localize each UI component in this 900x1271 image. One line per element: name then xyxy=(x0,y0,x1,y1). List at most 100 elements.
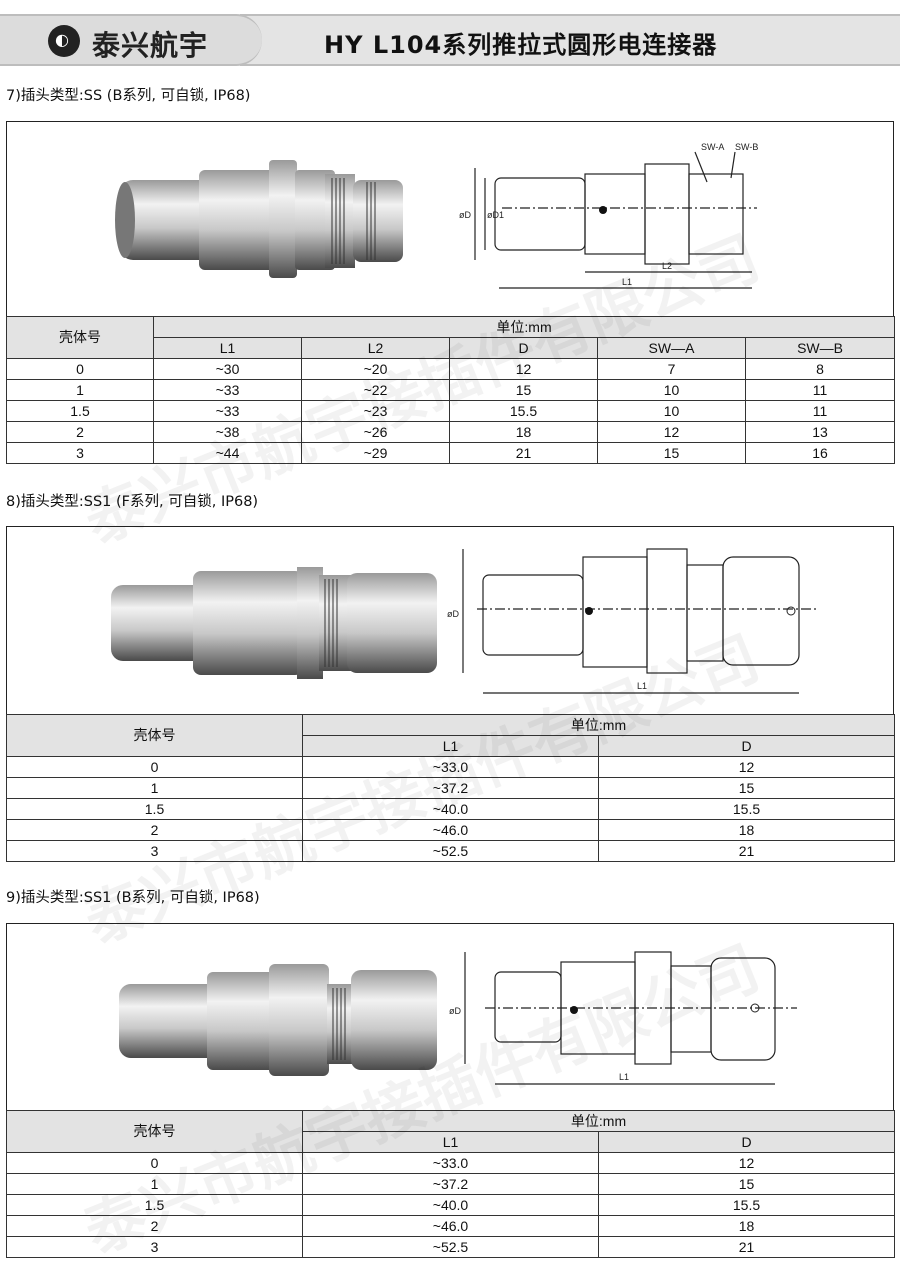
table-cell: 2 xyxy=(6,421,154,443)
table-cell: 21 xyxy=(449,442,598,464)
connector-photo xyxy=(115,160,403,278)
table-cell: 3 xyxy=(6,442,154,464)
drawing-label: øD1 xyxy=(487,210,504,220)
table-row: 2 ~46.0 18 xyxy=(6,819,895,841)
drawing-label: SW-A xyxy=(701,142,724,152)
table-cell: 15.5 xyxy=(598,798,895,820)
table-cell: ~46.0 xyxy=(302,819,599,841)
table-cell: 2 xyxy=(6,1215,303,1237)
table-cell: 21 xyxy=(598,1236,895,1258)
table-cell: ~26 xyxy=(301,421,450,443)
table-cell: ~40.0 xyxy=(302,1194,599,1216)
drawing-label: L2 xyxy=(662,261,672,271)
drawing-center-dot xyxy=(599,206,607,214)
drawing-label: SW-B xyxy=(735,142,758,152)
table-row: 1 ~37.2 15 xyxy=(6,1173,895,1195)
table-row: 0 ~33.0 12 xyxy=(6,756,895,778)
drawing-label: øD xyxy=(447,609,459,619)
table-cell: ~33.0 xyxy=(302,756,599,778)
section-8-figure: øD L1 xyxy=(6,526,894,715)
brand-name: 泰兴航宇 xyxy=(92,29,209,62)
shell-size-header: 壳体号 xyxy=(6,1110,303,1153)
table-cell: 12 xyxy=(598,1152,895,1174)
table-cell: ~52.5 xyxy=(302,1236,599,1258)
table-cell: ~44 xyxy=(153,442,302,464)
section-7-photo-and-drawing: SW-A SW-B øD øD1 L2 L1 xyxy=(115,142,758,289)
table-cell: 15 xyxy=(449,379,598,401)
drawing-center-dot xyxy=(570,1006,578,1014)
table-cell: 10 xyxy=(597,379,746,401)
table-cell: 12 xyxy=(598,756,895,778)
table-cell: ~37.2 xyxy=(302,1173,599,1195)
table-cell: 1 xyxy=(6,379,154,401)
drawing-label: L1 xyxy=(637,681,647,691)
table-cell: 12 xyxy=(449,358,598,380)
table-cell: 2 xyxy=(6,819,303,841)
shell-size-header: 壳体号 xyxy=(6,316,154,359)
table-cell: 21 xyxy=(598,840,895,862)
section-8-table: 壳体号 单位:mm L1 D 0 ~33.0 12 1 ~37.2 15 1.5… xyxy=(6,714,895,862)
table-cell: 11 xyxy=(744,379,896,401)
column-header: D xyxy=(598,735,895,757)
table-cell: 15 xyxy=(598,1173,895,1195)
technical-drawing xyxy=(474,151,757,289)
column-header: L1 xyxy=(302,735,599,757)
table-cell: 3 xyxy=(6,1236,303,1258)
drawing-marker xyxy=(750,1003,760,1013)
section-9-title: 9)插头类型:SS1 (B系列, 可自锁, IP68) xyxy=(6,890,260,906)
column-header: D xyxy=(449,337,598,359)
table-cell: 3 xyxy=(6,840,303,862)
table-cell: 15.5 xyxy=(449,400,598,422)
table-row: 0 ~33.0 12 xyxy=(6,1152,895,1174)
table-cell: 18 xyxy=(598,819,895,841)
table-cell: 8 xyxy=(744,358,896,380)
table-row: 3 ~52.5 21 xyxy=(6,1236,895,1258)
shell-size-header: 壳体号 xyxy=(6,714,303,757)
table-cell: 1 xyxy=(6,1173,303,1195)
table-row: 3 ~52.5 21 xyxy=(6,840,895,862)
table-cell: 7 xyxy=(597,358,746,380)
table-cell: ~22 xyxy=(301,379,450,401)
section-7-figure: SW-A SW-B øD øD1 L2 L1 xyxy=(6,121,894,317)
column-header: D xyxy=(598,1131,895,1153)
table-row: 3 ~44 ~29 21 15 16 xyxy=(6,442,896,464)
page-title: HY L104系列推拉式圆形电连接器 xyxy=(324,31,718,59)
page-header: ◐ 泰兴航宇 HY L104系列推拉式圆形电连接器 xyxy=(0,14,900,66)
table-cell: 15 xyxy=(598,777,895,799)
drawing-center-dot xyxy=(585,607,593,615)
table-cell: ~38 xyxy=(153,421,302,443)
column-header: SW—A xyxy=(597,337,746,359)
table-cell: 1 xyxy=(6,777,303,799)
column-header: L1 xyxy=(153,337,302,359)
table-cell: ~23 xyxy=(301,400,450,422)
table-cell: 18 xyxy=(449,421,598,443)
table-cell: ~33 xyxy=(153,379,302,401)
table-cell: 15.5 xyxy=(598,1194,895,1216)
table-cell: 11 xyxy=(744,400,896,422)
drawing-label: L1 xyxy=(622,277,632,287)
table-cell: ~46.0 xyxy=(302,1215,599,1237)
table-cell: 0 xyxy=(6,358,154,380)
technical-drawing xyxy=(462,548,819,694)
column-header: SW—B xyxy=(744,337,896,359)
table-cell: 0 xyxy=(6,1152,303,1174)
section-8-photo-and-drawing: øD L1 xyxy=(111,548,819,694)
table-cell: ~33 xyxy=(153,400,302,422)
table-cell: 16 xyxy=(744,442,896,464)
header-band xyxy=(240,14,900,66)
unit-header: 单位:mm xyxy=(302,1110,895,1132)
table-cell: 10 xyxy=(597,400,746,422)
drawing-label: L1 xyxy=(619,1072,629,1082)
table-cell: ~40.0 xyxy=(302,798,599,820)
table-cell: ~52.5 xyxy=(302,840,599,862)
unit-header: 单位:mm xyxy=(152,316,896,338)
section-9-photo-and-drawing: øD L1 xyxy=(119,951,797,1085)
table-cell: 0 xyxy=(6,756,303,778)
column-header: L1 xyxy=(302,1131,599,1153)
table-cell: 12 xyxy=(597,421,746,443)
table-row: 1.5 ~33 ~23 15.5 10 11 xyxy=(6,400,896,422)
section-9-table: 壳体号 单位:mm L1 D 0 ~33.0 12 1 ~37.2 15 1.5… xyxy=(6,1110,895,1258)
table-cell: 1.5 xyxy=(6,400,154,422)
table-cell: 15 xyxy=(597,442,746,464)
table-cell: ~29 xyxy=(301,442,450,464)
